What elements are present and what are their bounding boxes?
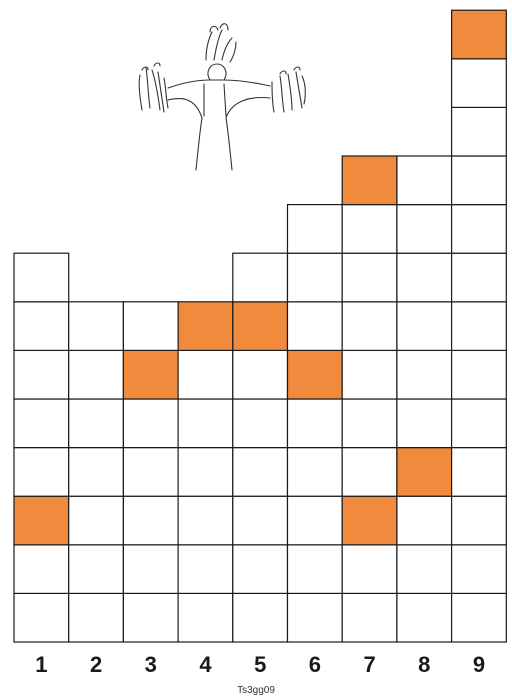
grid-cell[interactable] xyxy=(452,496,507,545)
grid-cell[interactable] xyxy=(452,253,507,302)
grid-cell[interactable] xyxy=(123,302,178,351)
grid-cell[interactable] xyxy=(342,545,397,594)
grid-cell-filled[interactable] xyxy=(342,496,397,545)
grid-cell[interactable] xyxy=(69,399,124,448)
grid-cell[interactable] xyxy=(14,253,69,302)
grid-cell[interactable] xyxy=(14,350,69,399)
column-label: 1 xyxy=(35,652,47,677)
grid-cell[interactable] xyxy=(178,545,233,594)
grid-cell[interactable] xyxy=(452,399,507,448)
grid-cell-filled[interactable] xyxy=(14,496,69,545)
grid-cell[interactable] xyxy=(452,350,507,399)
grid-cell[interactable] xyxy=(123,545,178,594)
grid-cell[interactable] xyxy=(178,448,233,497)
grid-cell-filled[interactable] xyxy=(178,302,233,351)
grid-cell[interactable] xyxy=(178,399,233,448)
grid-cell[interactable] xyxy=(397,399,452,448)
grid-cell[interactable] xyxy=(288,496,343,545)
grid-cell[interactable] xyxy=(452,156,507,205)
figure-with-crowds-icon xyxy=(139,24,305,170)
grid-cell[interactable] xyxy=(123,496,178,545)
column-label: 2 xyxy=(90,652,102,677)
grid-cell[interactable] xyxy=(123,448,178,497)
grid-cell[interactable] xyxy=(233,448,288,497)
column-label: 6 xyxy=(309,652,321,677)
grid-cell[interactable] xyxy=(288,545,343,594)
grid-cell-filled[interactable] xyxy=(397,448,452,497)
grid-cell[interactable] xyxy=(342,399,397,448)
grid-cell[interactable] xyxy=(288,399,343,448)
grid-cell[interactable] xyxy=(123,593,178,642)
grid-cell[interactable] xyxy=(14,593,69,642)
grid-cell[interactable] xyxy=(397,350,452,399)
grid-cell[interactable] xyxy=(397,205,452,254)
grid-cell[interactable] xyxy=(452,107,507,156)
grid-cell[interactable] xyxy=(452,302,507,351)
grid-cell[interactable] xyxy=(342,205,397,254)
grid-cell[interactable] xyxy=(342,593,397,642)
grid-cell[interactable] xyxy=(233,399,288,448)
grid-cell[interactable] xyxy=(452,205,507,254)
grid-cell[interactable] xyxy=(233,350,288,399)
grid-cell[interactable] xyxy=(452,448,507,497)
grid-cell[interactable] xyxy=(452,545,507,594)
grid-cell[interactable] xyxy=(178,496,233,545)
column-label: 7 xyxy=(363,652,375,677)
grid-cell[interactable] xyxy=(69,545,124,594)
column-label: 3 xyxy=(145,652,157,677)
grid-cell[interactable] xyxy=(288,593,343,642)
grid-cell[interactable] xyxy=(397,593,452,642)
column-label: 9 xyxy=(473,652,485,677)
grid-cell[interactable] xyxy=(397,302,452,351)
grid-cell[interactable] xyxy=(397,156,452,205)
grid-cell[interactable] xyxy=(69,302,124,351)
grid-cell[interactable] xyxy=(342,302,397,351)
column-label: 8 xyxy=(418,652,430,677)
grid-cell-filled[interactable] xyxy=(342,156,397,205)
grid-cell[interactable] xyxy=(233,253,288,302)
grid-cell[interactable] xyxy=(288,205,343,254)
grid-cell-filled[interactable] xyxy=(123,350,178,399)
grid-cell[interactable] xyxy=(397,496,452,545)
grid-cell[interactable] xyxy=(178,350,233,399)
grid-cell[interactable] xyxy=(397,545,452,594)
grid-cell-filled[interactable] xyxy=(233,302,288,351)
grid-cell[interactable] xyxy=(69,448,124,497)
grid-cell[interactable] xyxy=(14,545,69,594)
column-label: 4 xyxy=(199,652,212,677)
grid-cell[interactable] xyxy=(452,59,507,108)
grid-cell[interactable] xyxy=(233,545,288,594)
grid-cell[interactable] xyxy=(69,593,124,642)
column-label: 5 xyxy=(254,652,266,677)
grid-cell[interactable] xyxy=(69,350,124,399)
grid-cell[interactable] xyxy=(123,399,178,448)
grid-cell[interactable] xyxy=(342,350,397,399)
grid-cell[interactable] xyxy=(69,496,124,545)
grid-cell[interactable] xyxy=(342,253,397,302)
grid-cell[interactable] xyxy=(14,399,69,448)
grid-cell[interactable] xyxy=(178,593,233,642)
grid-cell[interactable] xyxy=(14,448,69,497)
column-labels: 1 2 3 4 5 6 7 8 9 xyxy=(35,652,485,677)
puzzle-grid xyxy=(14,10,506,642)
grid-cell[interactable] xyxy=(14,302,69,351)
grid-cell[interactable] xyxy=(288,302,343,351)
grid-cell[interactable] xyxy=(288,448,343,497)
grid-cell[interactable] xyxy=(452,593,507,642)
grid-cell[interactable] xyxy=(288,253,343,302)
puzzle-code: Ts3gg09 xyxy=(237,685,275,696)
grid-cell[interactable] xyxy=(233,496,288,545)
grid-cell[interactable] xyxy=(342,448,397,497)
grid-cell-filled[interactable] xyxy=(452,10,507,59)
grid-cell[interactable] xyxy=(397,253,452,302)
grid-cell-filled[interactable] xyxy=(288,350,343,399)
grid-cell[interactable] xyxy=(233,593,288,642)
